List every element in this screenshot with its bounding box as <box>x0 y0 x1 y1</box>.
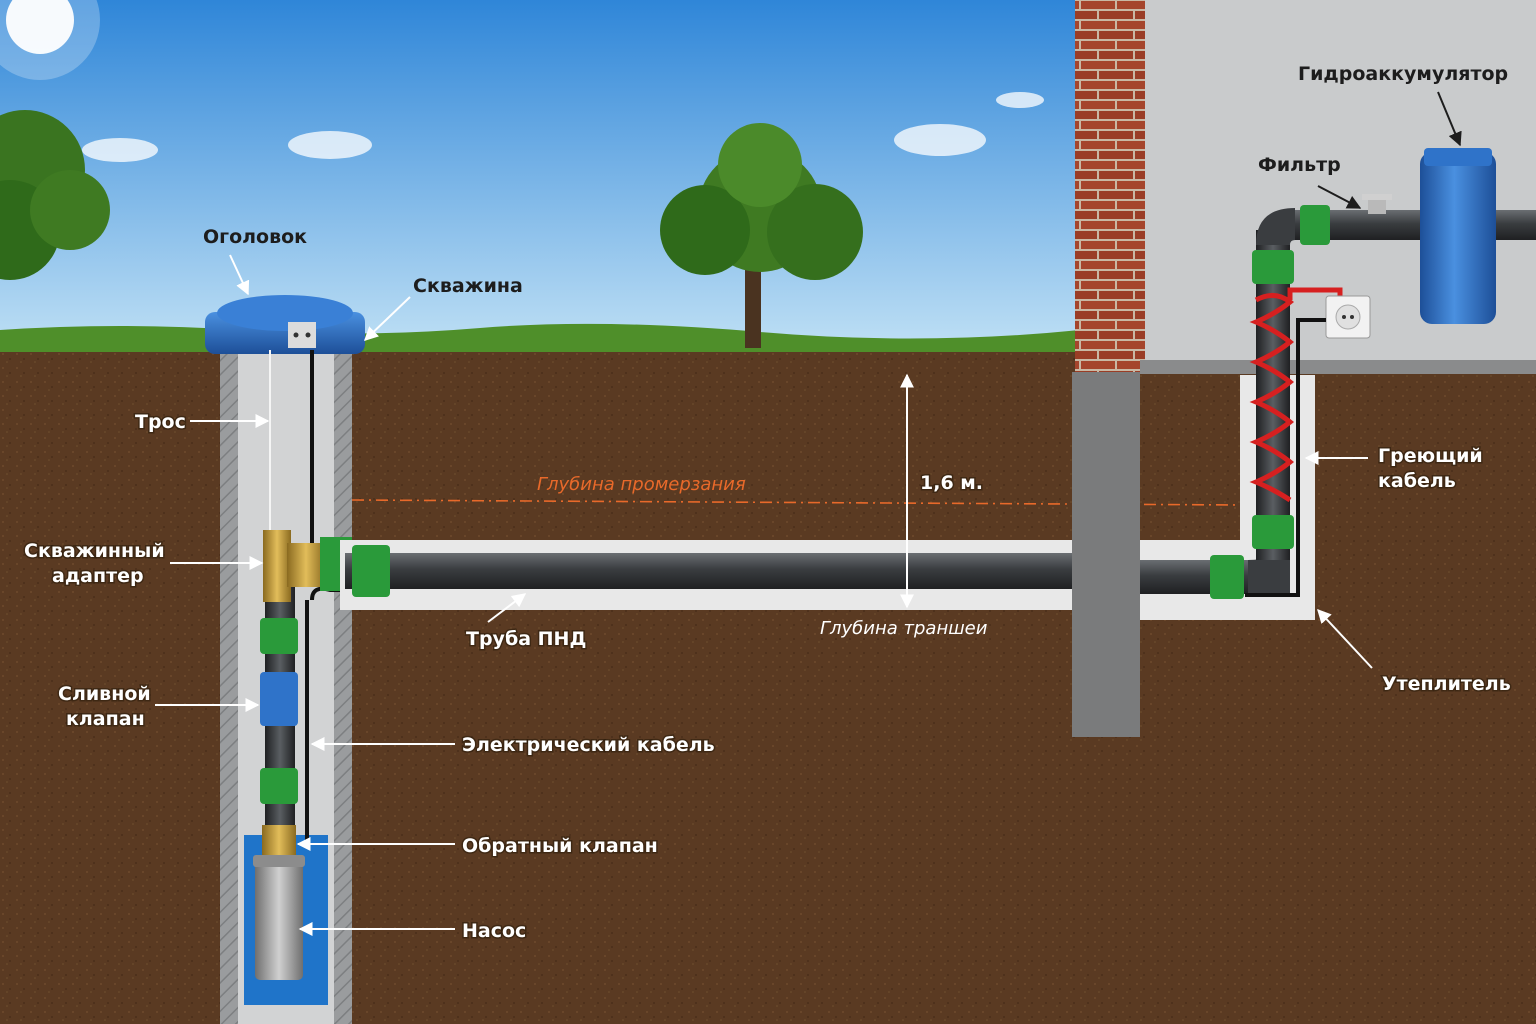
sky <box>0 0 1080 350</box>
pump-power-cable-house <box>1245 318 1326 597</box>
check-valve <box>262 825 296 859</box>
label-well-cap: Оголовок <box>203 226 307 248</box>
socket-icon <box>1325 295 1371 339</box>
label-heating-1: Греющий <box>1378 445 1483 467</box>
label-accumulator: Гидроаккумулятор <box>1298 63 1508 85</box>
sun-icon <box>0 0 100 80</box>
filter <box>1362 194 1392 214</box>
label-rope: Трос <box>135 411 186 433</box>
label-check-valve: Обратный клапан <box>462 835 658 857</box>
house-pipe-top-elbow <box>1256 208 1295 245</box>
leaders <box>155 91 1462 936</box>
fitting-house-1 <box>1210 555 1244 599</box>
brick-wall <box>1075 0 1145 372</box>
label-well: Скважина <box>413 275 523 297</box>
label-adapter-1: Скважинный <box>24 540 165 562</box>
label-trench-depth: Глубина траншеи <box>820 618 988 639</box>
foundation <box>1072 372 1140 737</box>
basement-floor <box>1140 360 1536 374</box>
fitting-house-3 <box>1252 250 1294 284</box>
tree-icon <box>660 123 863 348</box>
fitting-house-2 <box>1252 515 1294 549</box>
pump-cap <box>253 855 305 867</box>
fitting-trench-1 <box>352 545 390 597</box>
label-heating-2: кабель <box>1378 470 1456 492</box>
fitting-riser-1 <box>260 618 298 654</box>
label-adapter-2: адаптер <box>52 565 144 587</box>
label-frost-depth: Глубина промерзания <box>537 474 746 495</box>
label-electric-cable: Электрический кабель <box>462 734 715 756</box>
tree-left <box>0 110 110 280</box>
pump <box>255 858 303 980</box>
label-pump: Насос <box>462 920 526 942</box>
accumulator <box>1420 148 1496 324</box>
house-pipe-top <box>1295 210 1536 240</box>
label-insulation: Утеплитель <box>1382 673 1511 695</box>
well-cap <box>205 295 365 354</box>
drain-valve <box>260 672 298 726</box>
label-pipe: Труба ПНД <box>466 628 586 650</box>
label-depth-value: 1,6 м. <box>920 472 983 494</box>
label-drain-2: клапан <box>66 708 145 730</box>
fitting-riser-2 <box>260 768 298 804</box>
label-drain-1: Сливной <box>58 683 151 705</box>
clouds <box>82 92 1044 162</box>
label-filter: Фильтр <box>1258 154 1341 176</box>
fitting-house-4 <box>1300 205 1330 245</box>
